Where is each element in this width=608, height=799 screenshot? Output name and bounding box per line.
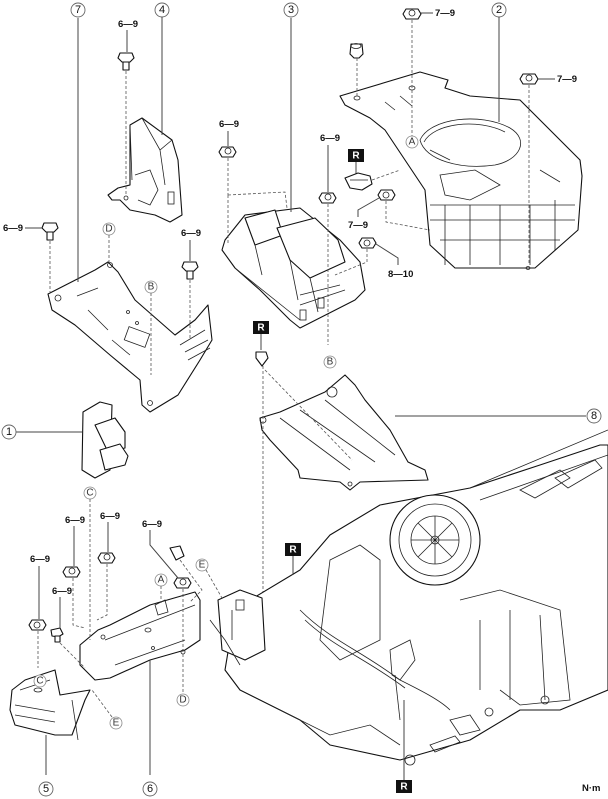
part-7-bracket — [47, 261, 213, 413]
svg-text:4: 4 — [159, 4, 165, 16]
svg-text:8: 8 — [591, 410, 597, 422]
torque-label: 6—9 — [3, 223, 23, 234]
svg-text:5: 5 — [43, 783, 49, 795]
svg-text:3: 3 — [288, 4, 294, 16]
bolt-icon — [181, 261, 199, 280]
nut-icon — [28, 619, 47, 631]
svg-text:R: R — [289, 545, 297, 556]
svg-text:C: C — [36, 676, 43, 687]
svg-text:E: E — [199, 560, 206, 571]
svg-text:D: D — [105, 224, 112, 235]
ref-marker-a-bottom: A — [154, 573, 168, 587]
callout-5: 5 — [38, 781, 54, 797]
svg-text:A: A — [158, 575, 165, 586]
svg-text:R: R — [400, 782, 408, 793]
bolt-icon — [50, 627, 64, 643]
replace-marker: R — [396, 780, 412, 793]
svg-text:1: 1 — [6, 426, 12, 438]
svg-text:D: D — [179, 695, 186, 706]
nut-icon — [402, 8, 422, 20]
connector-e — [209, 589, 266, 666]
bolt-icon — [117, 52, 135, 71]
svg-text:7: 7 — [75, 4, 81, 16]
ref-marker-c-top: C — [83, 486, 97, 500]
ref-marker-d-top: D — [102, 222, 116, 236]
svg-text:6: 6 — [147, 783, 153, 795]
svg-text:B: B — [327, 357, 334, 368]
torque-label: 6—9 — [100, 511, 120, 522]
callout-3: 3 — [283, 2, 299, 18]
nut-icon — [358, 237, 377, 249]
bolt-icon — [41, 222, 59, 241]
nut-icon — [519, 73, 539, 85]
torque-label: 8—10 — [388, 269, 413, 280]
nut-icon — [218, 146, 237, 158]
svg-text:R: R — [352, 151, 360, 162]
torque-label: 7—9 — [435, 8, 455, 19]
callout-1: 1 — [1, 424, 17, 440]
torque-label: 6—9 — [30, 554, 50, 565]
vehicle-floor-assembly — [224, 429, 608, 766]
ref-marker-a-top: A — [405, 135, 419, 149]
nut-icon — [318, 192, 337, 204]
clip-icon — [169, 545, 185, 561]
torque-label: 6—9 — [142, 519, 162, 530]
replace-marker: R — [253, 321, 269, 334]
nut-icon — [97, 552, 116, 564]
torque-unit-label: N·m — [582, 783, 600, 794]
ref-marker-b-bottom: B — [323, 355, 337, 369]
ref-marker-d-bottom: D — [176, 693, 190, 707]
callout-8: 8 — [586, 408, 602, 424]
callout-6: 6 — [142, 781, 158, 797]
grommet-icon — [349, 43, 364, 59]
callout-4: 4 — [154, 2, 170, 18]
svg-text:B: B — [148, 282, 155, 293]
ref-marker-e-bottom: E — [109, 716, 123, 730]
part-2-battery-tray — [339, 71, 583, 270]
part-1-connector — [81, 401, 129, 479]
part-4-module — [107, 117, 183, 223]
nut-icon — [377, 189, 396, 201]
nut-icon — [173, 577, 192, 589]
svg-text:R: R — [257, 323, 265, 334]
torque-label: 6—9 — [219, 119, 239, 130]
svg-text:2: 2 — [496, 4, 502, 16]
ref-marker-c-bottom: C — [33, 674, 47, 688]
callout-7: 7 — [70, 2, 86, 18]
torque-label: 6—9 — [65, 515, 85, 526]
replace-marker: R — [348, 149, 364, 162]
torque-label: 6—9 — [181, 228, 201, 239]
callout-2: 2 — [491, 2, 507, 18]
torque-label: 7—9 — [348, 220, 368, 231]
part-6-bracket — [79, 591, 201, 681]
ref-marker-e-top: E — [195, 558, 209, 572]
torque-label: 6—9 — [52, 586, 72, 597]
svg-text:A: A — [409, 137, 416, 148]
torque-label: 7—9 — [557, 74, 577, 85]
clip-icon — [255, 351, 269, 367]
nut-icon — [62, 566, 81, 578]
torque-label: 6—9 — [320, 133, 340, 144]
clip-icon — [344, 172, 373, 191]
part-3-junction-box — [221, 207, 366, 329]
svg-text:E: E — [113, 718, 120, 729]
torque-label: 6—9 — [118, 19, 138, 30]
svg-text:C: C — [86, 488, 93, 499]
replace-marker: R — [285, 543, 301, 556]
ref-marker-b-top: B — [144, 280, 158, 294]
part-5-bracket — [9, 669, 91, 741]
part-8-duct — [259, 374, 429, 491]
